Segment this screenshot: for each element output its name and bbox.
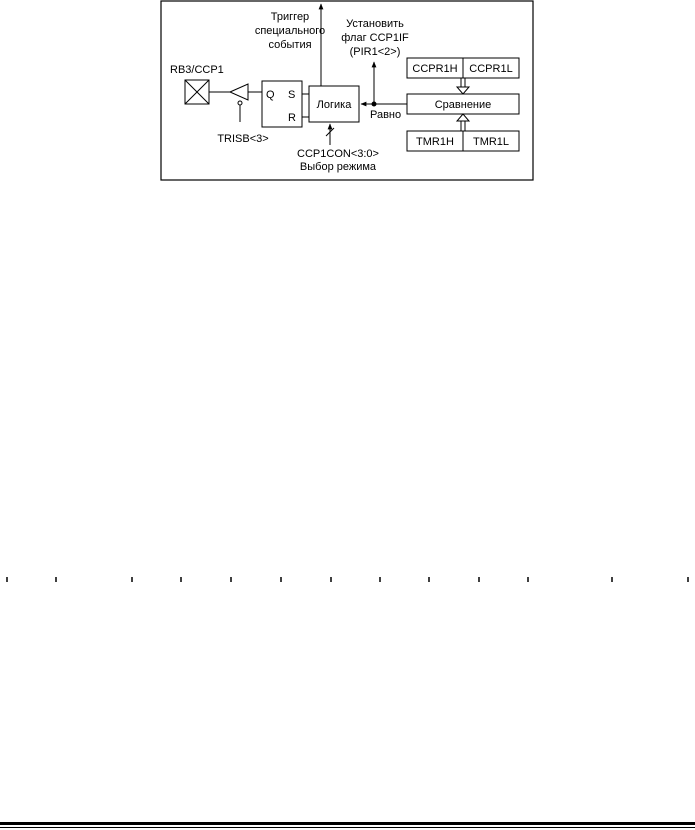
set-flag-label-line1: Установить [346, 18, 404, 30]
sr-flip-flop [261, 80, 303, 128]
ccpr1l-register [462, 57, 520, 79]
tmr1-bus-arrow [455, 113, 471, 131]
tmr1l-register [462, 130, 520, 152]
ccpr1-bus-arrow [455, 78, 471, 95]
tmr1l-label: TMR1L [473, 136, 509, 148]
tick-mark-row [6, 577, 689, 582]
trigger-label-line1: Триггер [271, 11, 309, 23]
ccpr1l-label: CCPR1L [469, 63, 512, 75]
compare-label: Сравнение [435, 99, 492, 111]
logic-label: Логика [317, 99, 353, 111]
mode-bus-slash [325, 127, 335, 137]
ff-s-label: S [288, 89, 295, 101]
ff-r-label: R [288, 112, 296, 124]
trigger-label-line2: специального [255, 25, 325, 37]
mode-label-line1: CCP1CON<3:0> [297, 148, 379, 160]
bottom-rule [0, 822, 695, 828]
diagram-frame [160, 0, 534, 181]
set-flag-label-line3: (PIR1<2>) [350, 46, 401, 58]
trisb-label: TRISB<3> [217, 133, 268, 145]
pin-pad-icon [184, 79, 210, 105]
tmr1h-label: TMR1H [416, 136, 454, 148]
logic-block [308, 85, 360, 123]
ff-q-label: Q [266, 89, 275, 101]
ccpr1h-label: CCPR1H [412, 63, 457, 75]
output-buffer-icon [228, 83, 249, 106]
set-flag-label-line2: флаг CCP1IF [341, 32, 409, 44]
mode-label-line2: Выбор режима [300, 161, 377, 173]
pin-label: RB3/CCP1 [170, 64, 224, 76]
trigger-label-line3: события [268, 39, 311, 51]
equal-label: Равно [370, 109, 401, 121]
